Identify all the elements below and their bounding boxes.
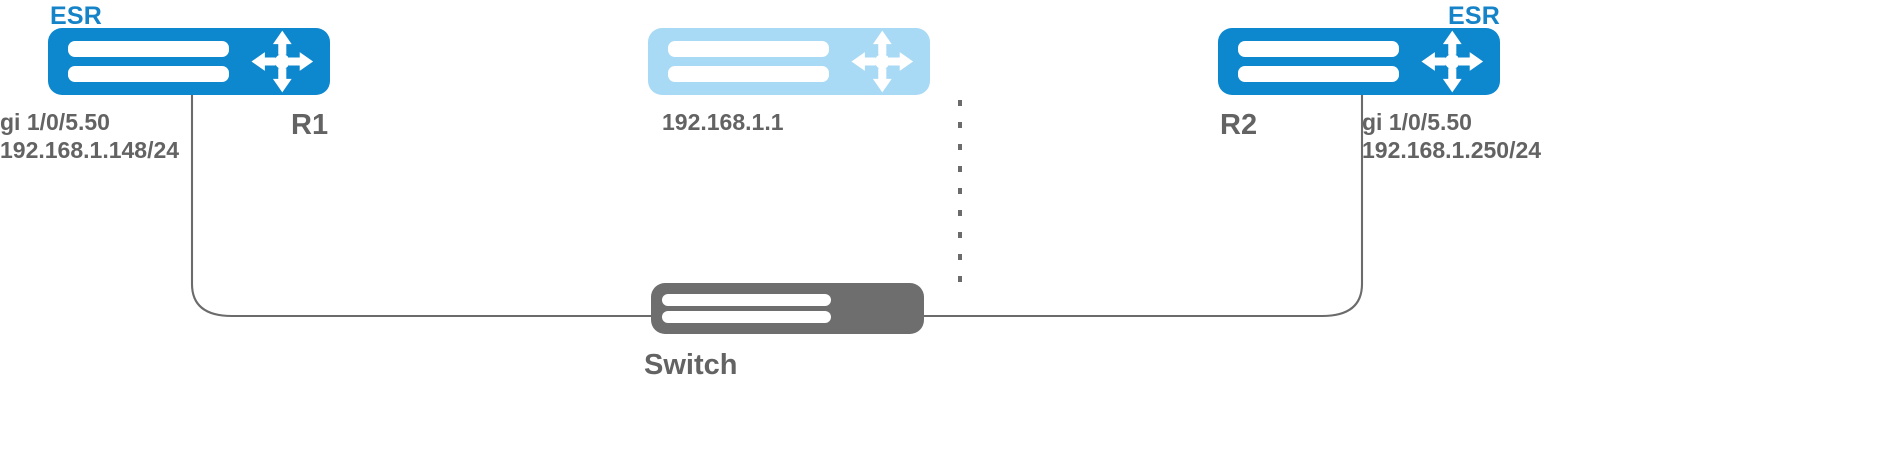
router-slots <box>68 40 230 83</box>
four-way-arrow-icon <box>240 28 325 95</box>
router-slots <box>668 40 830 83</box>
router-icon <box>648 28 930 95</box>
switch-slot <box>661 294 832 306</box>
r2-address-label: 192.168.1.250/24 <box>1362 137 1542 163</box>
device-r2[interactable] <box>1218 28 1500 95</box>
router-icon <box>1218 28 1500 95</box>
router-slot <box>1238 65 1400 83</box>
device-gateway[interactable] <box>648 28 930 95</box>
router-slot <box>68 65 230 83</box>
link-r2-to-switch <box>921 93 1364 318</box>
r1-brand-label: ESR <box>50 2 103 30</box>
gateway-address-label: 192.168.1.1 <box>662 109 784 135</box>
r1-name-label: R1 <box>291 109 329 141</box>
device-r1[interactable] <box>48 28 330 95</box>
router-slot <box>1238 40 1400 58</box>
r2-brand-label: ESR <box>1447 2 1500 30</box>
switch-icon <box>651 283 924 334</box>
router-slot <box>668 40 830 58</box>
router-slot <box>68 40 230 58</box>
r2-interface-label: gi 1/0/5.50 <box>1362 109 1472 135</box>
r2-name-label: R2 <box>1220 109 1258 141</box>
device-switch[interactable] <box>651 283 924 334</box>
router-slots <box>1238 40 1400 83</box>
four-way-arrow-icon <box>840 28 925 95</box>
r1-address-label: 192.168.1.148/24 <box>0 137 180 163</box>
r1-interface-label: gi 1/0/5.50 <box>0 109 110 135</box>
switch-name-label: Switch <box>644 349 738 381</box>
switch-slots <box>661 294 832 323</box>
router-icon <box>48 28 330 95</box>
router-slot <box>668 65 830 83</box>
four-way-arrow-icon <box>1410 28 1495 95</box>
link-r1-to-switch <box>190 93 654 318</box>
switch-slot <box>661 311 832 323</box>
